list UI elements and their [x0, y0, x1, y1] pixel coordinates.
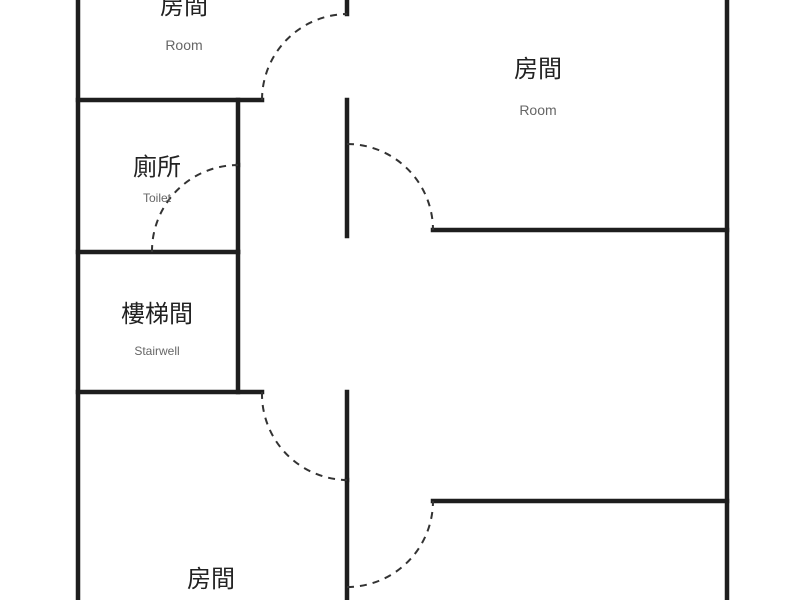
- door-swing-top-left-room: [261, 13, 348, 101]
- door-swings: [150, 13, 434, 588]
- door-swing-bottom-right-room: [346, 500, 434, 588]
- room-top-right-label-en: Room: [519, 102, 556, 118]
- room-top-left-label-en: Room: [165, 37, 202, 53]
- room-labels: 房間 Room 房間 Room 廁所 Toilet 樓梯間 Stairwell …: [121, 0, 562, 593]
- door-swing-stairwell: [260, 391, 348, 481]
- door-swing-toilet: [150, 164, 239, 253]
- toilet-label-en: Toilet: [143, 191, 172, 205]
- toilet-label-zh: 廁所: [133, 153, 181, 181]
- stairwell-label-en: Stairwell: [134, 344, 179, 358]
- stairwell-label-zh: 樓梯間: [121, 300, 193, 328]
- door-swing-top-right-room: [346, 143, 434, 231]
- room-bottom-left-label-zh: 房間: [187, 565, 235, 593]
- room-top-right-label-zh: 房間: [514, 55, 562, 83]
- room-top-left-label-zh: 房間: [160, 0, 208, 20]
- walls: [75, 0, 730, 600]
